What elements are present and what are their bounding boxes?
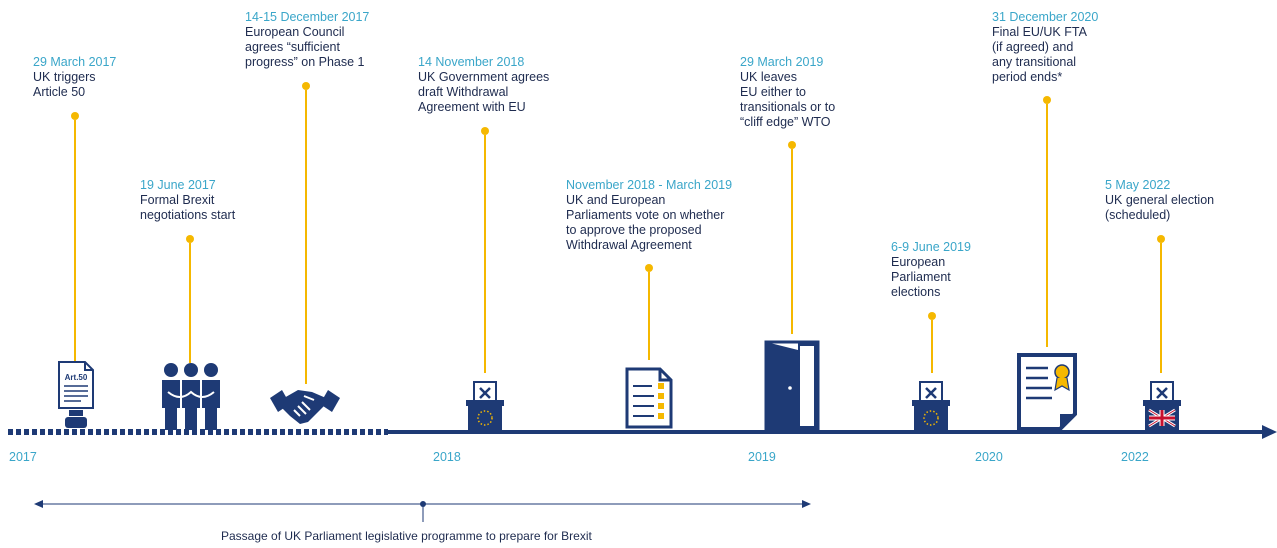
legislative-range-left-arrow bbox=[34, 500, 43, 508]
ballot-box-eu-icon bbox=[466, 381, 504, 430]
document-icon: Art.50 bbox=[58, 361, 94, 428]
door-icon bbox=[764, 340, 820, 432]
event-description: Formal Brexit negotiations start bbox=[140, 193, 236, 222]
event-description: European Council agrees “sufficient prog… bbox=[245, 25, 365, 69]
legislative-programme-label: Passage of UK Parliament legislative pro… bbox=[221, 529, 592, 543]
event-description: UK and European Parliaments vote on whet… bbox=[566, 193, 725, 252]
event-marker bbox=[71, 112, 79, 120]
year-label-2019: 2019 bbox=[748, 450, 776, 464]
certificate-icon bbox=[1017, 353, 1077, 431]
event-stem bbox=[189, 243, 191, 363]
timeline-arrowhead bbox=[1262, 425, 1277, 439]
event-eu-elections: 6-9 June 2019 European Parliament electi… bbox=[891, 240, 971, 300]
event-marker bbox=[1157, 235, 1165, 243]
event-stem bbox=[648, 272, 650, 360]
event-transition-ends: 31 December 2020 Final EU/UK FTA (if agr… bbox=[992, 10, 1098, 85]
event-marker bbox=[645, 264, 653, 272]
legislative-range-right-arrow bbox=[802, 500, 811, 508]
event-date: 5 May 2022 bbox=[1105, 178, 1171, 192]
event-date: 29 March 2019 bbox=[740, 55, 824, 69]
event-description: UK leaves EU either to transitionals or … bbox=[740, 70, 836, 129]
event-description: Final EU/UK FTA (if agreed) and any tran… bbox=[992, 25, 1087, 84]
event-date: 19 June 2017 bbox=[140, 178, 216, 192]
event-date: 6-9 June 2019 bbox=[891, 240, 971, 254]
people-icon bbox=[162, 363, 220, 430]
legislative-range-dot bbox=[420, 501, 426, 507]
year-label-2020: 2020 bbox=[975, 450, 1003, 464]
event-date: 14 November 2018 bbox=[418, 55, 525, 69]
event-description: UK Government agrees draft Withdrawal Ag… bbox=[418, 70, 550, 114]
event-date: 14-15 December 2017 bbox=[245, 10, 370, 24]
event-parliament-vote: November 2018 - March 2019 UK and Europe… bbox=[566, 178, 732, 253]
event-negotiations-start: 19 June 2017 Formal Brexit negotiations … bbox=[140, 178, 235, 223]
event-marker bbox=[186, 235, 194, 243]
handshake-icon bbox=[270, 390, 340, 424]
event-stem bbox=[484, 135, 486, 373]
event-stem bbox=[1160, 243, 1162, 373]
year-label-2018: 2018 bbox=[433, 450, 461, 464]
article-label: Art.50 bbox=[65, 373, 88, 382]
event-marker bbox=[1043, 96, 1051, 104]
event-date: November 2018 - March 2019 bbox=[566, 178, 733, 192]
ballot-box-uk-icon bbox=[1143, 381, 1181, 430]
year-label-2017: 2017 bbox=[9, 450, 37, 464]
ballot-box-eu-icon bbox=[912, 381, 950, 430]
event-general-election: 5 May 2022 UK general election (schedule… bbox=[1105, 178, 1214, 223]
event-marker bbox=[302, 82, 310, 90]
event-uk-leaves: 29 March 2019 UK leaves EU either to tra… bbox=[740, 55, 835, 130]
year-label-2022: 2022 bbox=[1121, 450, 1149, 464]
event-description: UK triggers Article 50 bbox=[33, 70, 96, 99]
event-stem bbox=[1046, 104, 1048, 347]
event-stem bbox=[74, 120, 76, 362]
event-description: European Parliament elections bbox=[891, 255, 951, 299]
event-sufficient-progress: 14-15 December 2017 European Council agr… bbox=[245, 10, 369, 70]
event-draft-withdrawal: 14 November 2018 UK Government agrees dr… bbox=[418, 55, 549, 115]
event-date: 29 March 2017 bbox=[33, 55, 117, 69]
event-description: UK general election (scheduled) bbox=[1105, 193, 1215, 222]
event-stem bbox=[791, 149, 793, 334]
event-date: 31 December 2020 bbox=[992, 10, 1099, 24]
event-stem bbox=[305, 90, 307, 384]
event-marker bbox=[481, 127, 489, 135]
event-marker bbox=[928, 312, 936, 320]
event-marker bbox=[788, 141, 796, 149]
event-stem bbox=[931, 320, 933, 373]
event-article-50: 29 March 2017 UK triggers Article 50 bbox=[33, 55, 116, 100]
checklist-icon bbox=[625, 367, 673, 429]
